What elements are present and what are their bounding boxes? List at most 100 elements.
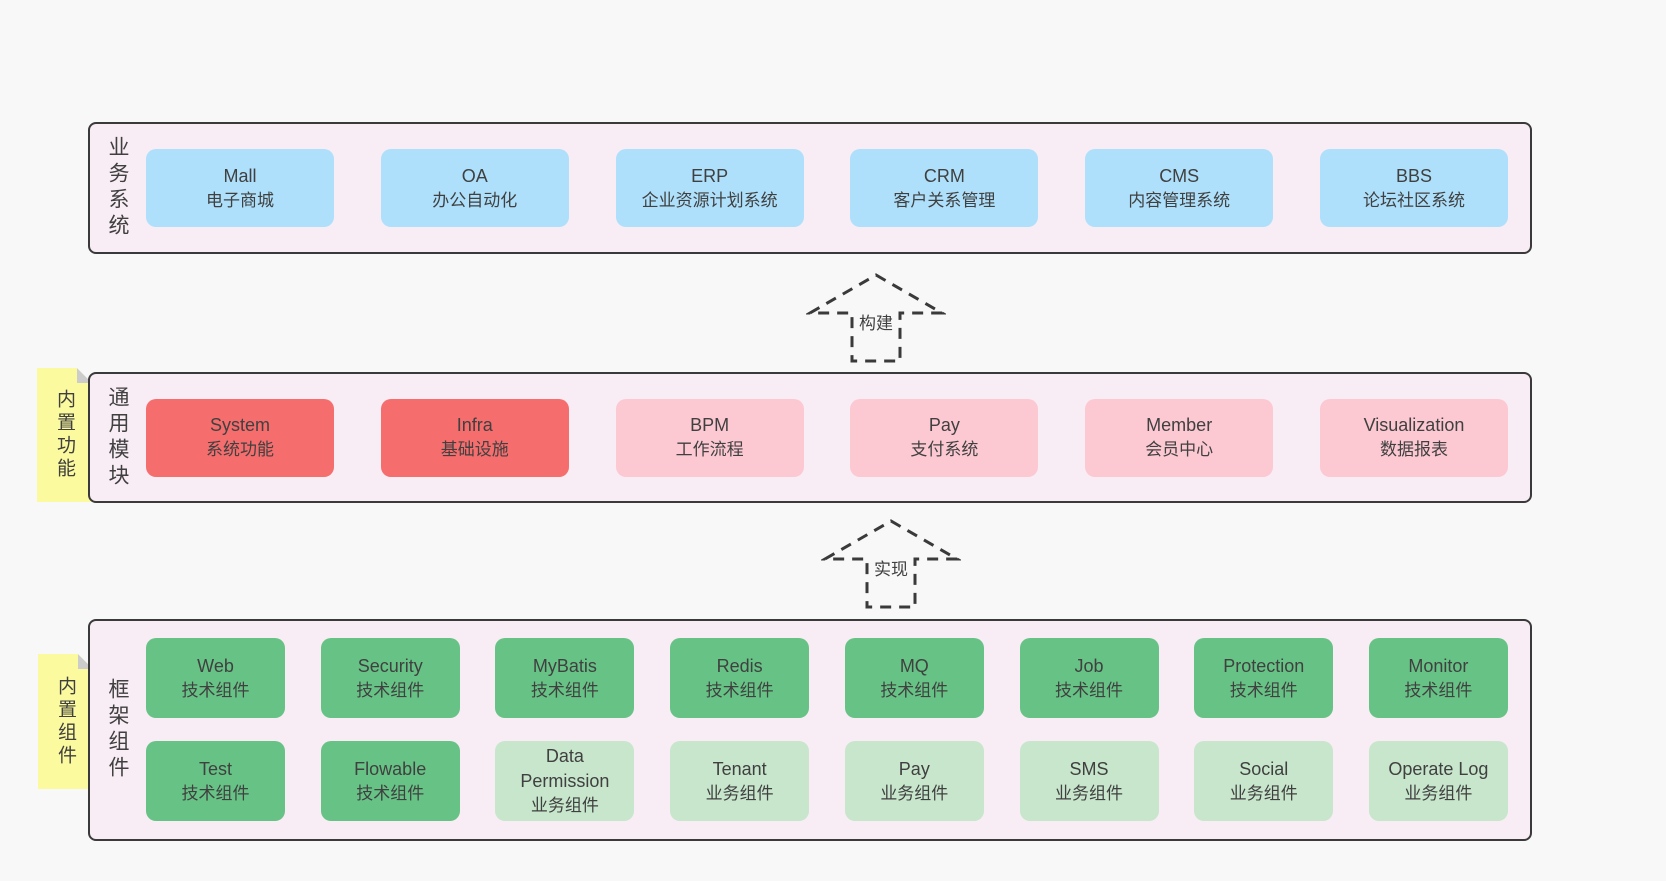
box-subtitle: 论坛社区系统 bbox=[1362, 190, 1465, 210]
box-title: Member bbox=[1146, 415, 1213, 436]
box-job: Job 技术组件 bbox=[1019, 638, 1159, 718]
box-subtitle: 业务组件 bbox=[1229, 783, 1298, 803]
box-cms: CMS 内容管理系统 bbox=[1085, 149, 1274, 227]
box-subtitle: 会员中心 bbox=[1145, 440, 1214, 460]
section-framework-components: 框架组件 Web 技术组件 Security 技术组件 MyBatis 技术组件… bbox=[88, 619, 1532, 841]
box-subtitle: 基础设施 bbox=[440, 440, 509, 460]
section-common-modules-label: 通用模块 bbox=[106, 385, 129, 490]
box-title: BPM bbox=[690, 415, 730, 436]
up-arrow-icon bbox=[806, 273, 946, 363]
box-title: Test bbox=[198, 758, 232, 779]
box-subtitle: 业务组件 bbox=[880, 783, 949, 803]
section-business-systems-label: 业务系统 bbox=[106, 136, 129, 240]
box-subtitle: 技术组件 bbox=[530, 680, 599, 700]
box-bpm: BPM 工作流程 bbox=[615, 398, 804, 477]
box-web: Web 技术组件 bbox=[146, 638, 285, 718]
box-mall: Mall 电子商城 bbox=[146, 149, 334, 227]
note-built-in-features-label: 内置功能 bbox=[54, 389, 75, 481]
box-title: Data Permission bbox=[520, 746, 610, 792]
framework-row-1: Web 技术组件 Security 技术组件 MyBatis 技术组件 Redi… bbox=[146, 638, 1508, 718]
box-subtitle: 支付系统 bbox=[910, 440, 979, 460]
implement-arrow: 实现 bbox=[821, 518, 961, 610]
box-tenant: Tenant 业务组件 bbox=[670, 741, 810, 821]
box-subtitle: 办公自动化 bbox=[432, 190, 518, 210]
box-subtitle: 客户关系管理 bbox=[893, 190, 996, 210]
box-title: Job bbox=[1074, 655, 1104, 676]
box-title: Mall bbox=[223, 165, 257, 186]
box-subtitle: 企业资源计划系统 bbox=[641, 190, 778, 210]
up-arrow-icon bbox=[821, 519, 961, 609]
box-title: Web bbox=[197, 655, 234, 676]
box-title: CRM bbox=[923, 165, 965, 186]
box-subtitle: 电子商城 bbox=[206, 190, 274, 210]
box-infra: Infra 基础设施 bbox=[380, 398, 569, 477]
box-title: Redis bbox=[716, 655, 763, 676]
box-title: Flowable bbox=[354, 758, 427, 779]
box-title: Security bbox=[357, 655, 423, 676]
box-monitor: Monitor 技术组件 bbox=[1368, 638, 1508, 718]
build-arrow: 构建 bbox=[806, 272, 946, 364]
box-security: Security 技术组件 bbox=[320, 638, 460, 718]
note-built-in-components: 内置组件 bbox=[38, 654, 93, 789]
section-framework-components-label: 框架组件 bbox=[106, 678, 129, 782]
box-subtitle: 工作流程 bbox=[675, 440, 744, 460]
box-sms: SMS 业务组件 bbox=[1019, 741, 1159, 821]
framework-row-2: Test 技术组件 Flowable 技术组件 Data Permission … bbox=[146, 741, 1508, 821]
note-built-in-components-label: 内置组件 bbox=[55, 675, 76, 768]
box-title: ERP bbox=[691, 165, 729, 186]
box-redis: Redis 技术组件 bbox=[670, 638, 810, 718]
box-subtitle: 业务组件 bbox=[1404, 783, 1473, 803]
box-subtitle: 技术组件 bbox=[880, 680, 949, 700]
box-subtitle: 技术组件 bbox=[1229, 680, 1298, 700]
box-test: Test 技术组件 bbox=[146, 741, 285, 821]
box-social: Social 业务组件 bbox=[1194, 741, 1334, 821]
common-modules-boxes: System 系统功能 Infra 基础设施 BPM 工作流程 Pay 支付系统… bbox=[144, 374, 1530, 501]
implement-arrow-label: 实现 bbox=[870, 554, 912, 581]
box-subtitle: 技术组件 bbox=[356, 783, 425, 803]
box-subtitle: 数据报表 bbox=[1379, 440, 1448, 460]
box-title: Tenant bbox=[712, 758, 767, 779]
box-title: MyBatis bbox=[532, 655, 597, 676]
build-arrow-label: 构建 bbox=[855, 308, 897, 335]
box-subtitle: 技术组件 bbox=[356, 680, 425, 700]
box-flowable: Flowable 技术组件 bbox=[320, 741, 460, 821]
box-data-permission: Data Permission 业务组件 bbox=[495, 741, 635, 821]
box-subtitle: 技术组件 bbox=[181, 680, 250, 700]
box-subtitle: 系统功能 bbox=[206, 440, 274, 460]
box-title: MQ bbox=[899, 655, 929, 676]
box-member: Member 会员中心 bbox=[1085, 398, 1274, 477]
box-title: System bbox=[209, 415, 270, 436]
box-title: Pay bbox=[928, 415, 960, 436]
box-operate-log: Operate Log 业务组件 bbox=[1368, 741, 1508, 821]
box-subtitle: 技术组件 bbox=[181, 783, 250, 803]
box-mybatis: MyBatis 技术组件 bbox=[495, 638, 635, 718]
box-title: OA bbox=[461, 165, 488, 186]
box-title: Operate Log bbox=[1388, 758, 1489, 779]
box-subtitle: 业务组件 bbox=[705, 783, 774, 803]
box-title: Infra bbox=[456, 415, 493, 436]
box-title: Protection bbox=[1223, 655, 1305, 676]
box-subtitle: 技术组件 bbox=[705, 680, 774, 700]
box-title: Monitor bbox=[1408, 655, 1469, 676]
box-mq: MQ 技术组件 bbox=[844, 638, 984, 718]
framework-components-rows: Web 技术组件 Security 技术组件 MyBatis 技术组件 Redi… bbox=[144, 621, 1530, 839]
box-title: Social bbox=[1239, 758, 1289, 779]
box-erp: ERP 企业资源计划系统 bbox=[615, 149, 804, 227]
box-system: System 系统功能 bbox=[146, 398, 334, 477]
box-title: Visualization bbox=[1363, 415, 1465, 436]
box-oa: OA 办公自动化 bbox=[380, 149, 569, 227]
box-subtitle: 内容管理系统 bbox=[1128, 190, 1231, 210]
box-title: CMS bbox=[1159, 165, 1200, 186]
box-subtitle: 技术组件 bbox=[1404, 680, 1473, 700]
box-pay: Pay 支付系统 bbox=[850, 398, 1039, 477]
section-common-modules: 通用模块 System 系统功能 Infra 基础设施 BPM 工作流程 Pay… bbox=[88, 372, 1532, 503]
box-protection: Protection 技术组件 bbox=[1194, 638, 1334, 718]
box-title: SMS bbox=[1069, 758, 1109, 779]
box-pay-biz: Pay 业务组件 bbox=[844, 741, 984, 821]
box-title: BBS bbox=[1395, 165, 1432, 186]
box-subtitle: 业务组件 bbox=[1055, 783, 1124, 803]
box-visualization: Visualization 数据报表 bbox=[1319, 398, 1508, 477]
note-built-in-features: 内置功能 bbox=[37, 368, 92, 502]
box-title: Pay bbox=[898, 758, 930, 779]
